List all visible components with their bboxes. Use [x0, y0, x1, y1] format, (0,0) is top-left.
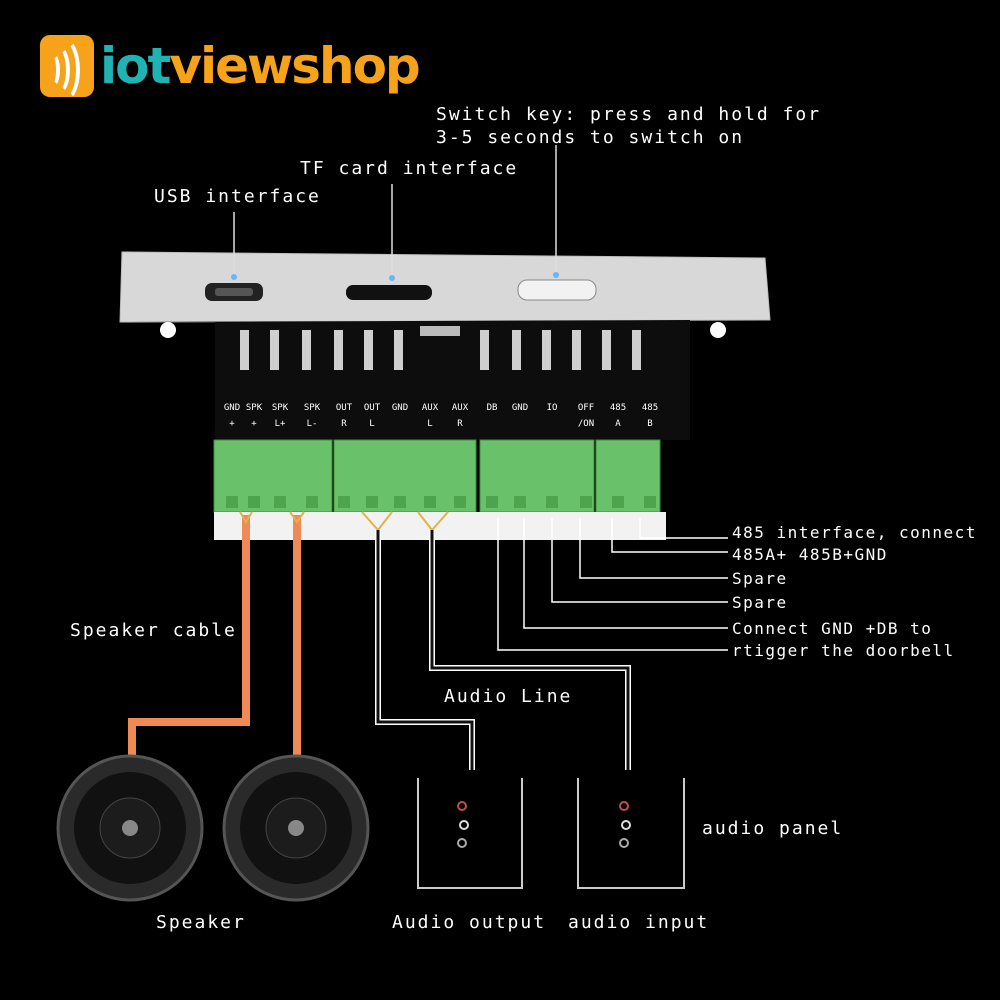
callout-doorbell-line2: rtigger the doorbell [732, 641, 955, 660]
terminal-label-6-bot: L [369, 419, 374, 429]
callout-leaders [497, 518, 728, 651]
terminal-label-3-top: SPK [272, 403, 289, 413]
callout-audio-line: Audio Line [444, 686, 573, 707]
terminal-screw-8 [424, 496, 436, 508]
speaker-left [56, 754, 204, 902]
terminal-screw-11 [514, 496, 526, 508]
terminal-label-8-bot: L [427, 419, 432, 429]
callout-audio-panel: audio panel [702, 818, 844, 839]
terminal-label-4-bot: L- [307, 419, 318, 429]
terminal-label-10-top: DB [487, 403, 498, 413]
terminal-label-3-bot: L+ [275, 419, 286, 429]
terminal-label-1-top: GND [224, 403, 240, 413]
callout-tf-card: TF card interface [300, 158, 519, 179]
terminal-label-15-bot: B [647, 419, 652, 429]
header-pins [240, 330, 641, 370]
terminal-screw-6 [366, 496, 378, 508]
terminal-screw-3 [274, 496, 286, 508]
terminal-label-7-top: GND [392, 403, 408, 413]
terminal-label-1-bot: + [229, 419, 235, 429]
terminal-label-11-top: GND [512, 403, 528, 413]
audio-panel-output [417, 778, 523, 889]
terminal-screw-15 [644, 496, 656, 508]
brand-logo: iotviewshop [40, 34, 421, 103]
speaker-cables [128, 515, 301, 768]
terminal-label-13-top: OFF [578, 403, 594, 413]
terminal-screw-14 [612, 496, 624, 508]
device-top-panel [119, 251, 771, 323]
terminal-blocks [213, 439, 666, 540]
label-audio-output: Audio output [392, 912, 547, 933]
callout-doorbell-line1: Connect GND +DB to [732, 619, 933, 638]
callout-switch-key-line1: Switch key: press and hold for [436, 104, 822, 125]
audio-panel-input [577, 778, 685, 889]
terminal-label-13-bot: /ON [578, 419, 594, 429]
terminal-label-12-top: IO [547, 403, 558, 413]
terminal-label-14-bot: A [615, 419, 621, 429]
terminal-label-2-top: SPK [246, 403, 263, 413]
terminal-label-5-bot: R [341, 419, 347, 429]
callout-usb: USB interface [154, 186, 321, 207]
callout-switch-key-line2: 3-5 seconds to switch on [436, 127, 745, 148]
terminal-screw-10 [486, 496, 498, 508]
callout-spare-1: Spare [732, 569, 788, 588]
terminal-label-5-top: OUT [336, 403, 353, 413]
callout-485-line2: 485A+ 485B+GND [732, 545, 888, 564]
signal-icon [40, 35, 94, 103]
terminal-screw-5 [338, 496, 350, 508]
tf-card-slot [346, 285, 432, 300]
terminal-screw-13 [580, 496, 592, 508]
terminal-screw-12 [546, 496, 558, 508]
switch-key [517, 279, 597, 301]
terminal-label-15-top: 485 [642, 403, 658, 413]
label-speaker: Speaker [156, 912, 246, 933]
terminal-label-9-bot: R [457, 419, 463, 429]
terminal-label-4-top: SPK [304, 403, 321, 413]
terminal-label-6-top: OUT [364, 403, 381, 413]
terminal-label-9-top: AUX [452, 403, 469, 413]
terminal-label-14-top: 485 [610, 403, 626, 413]
label-audio-input: audio input [568, 912, 710, 933]
terminal-screw-7 [394, 496, 406, 508]
callout-485-line1: 485 interface, connect [732, 523, 977, 542]
brand-wordmark: iotviewshop [100, 37, 421, 95]
callout-speaker-cable: Speaker cable [70, 620, 237, 641]
terminal-screw-9 [454, 496, 466, 508]
terminal-screw-4 [306, 496, 318, 508]
speaker-right [222, 754, 370, 902]
terminal-label-2-bot: + [251, 419, 257, 429]
terminal-screw-2 [248, 496, 260, 508]
terminal-label-8-top: AUX [422, 403, 439, 413]
terminal-screw-1 [226, 496, 238, 508]
callout-spare-2: Spare [732, 593, 788, 612]
